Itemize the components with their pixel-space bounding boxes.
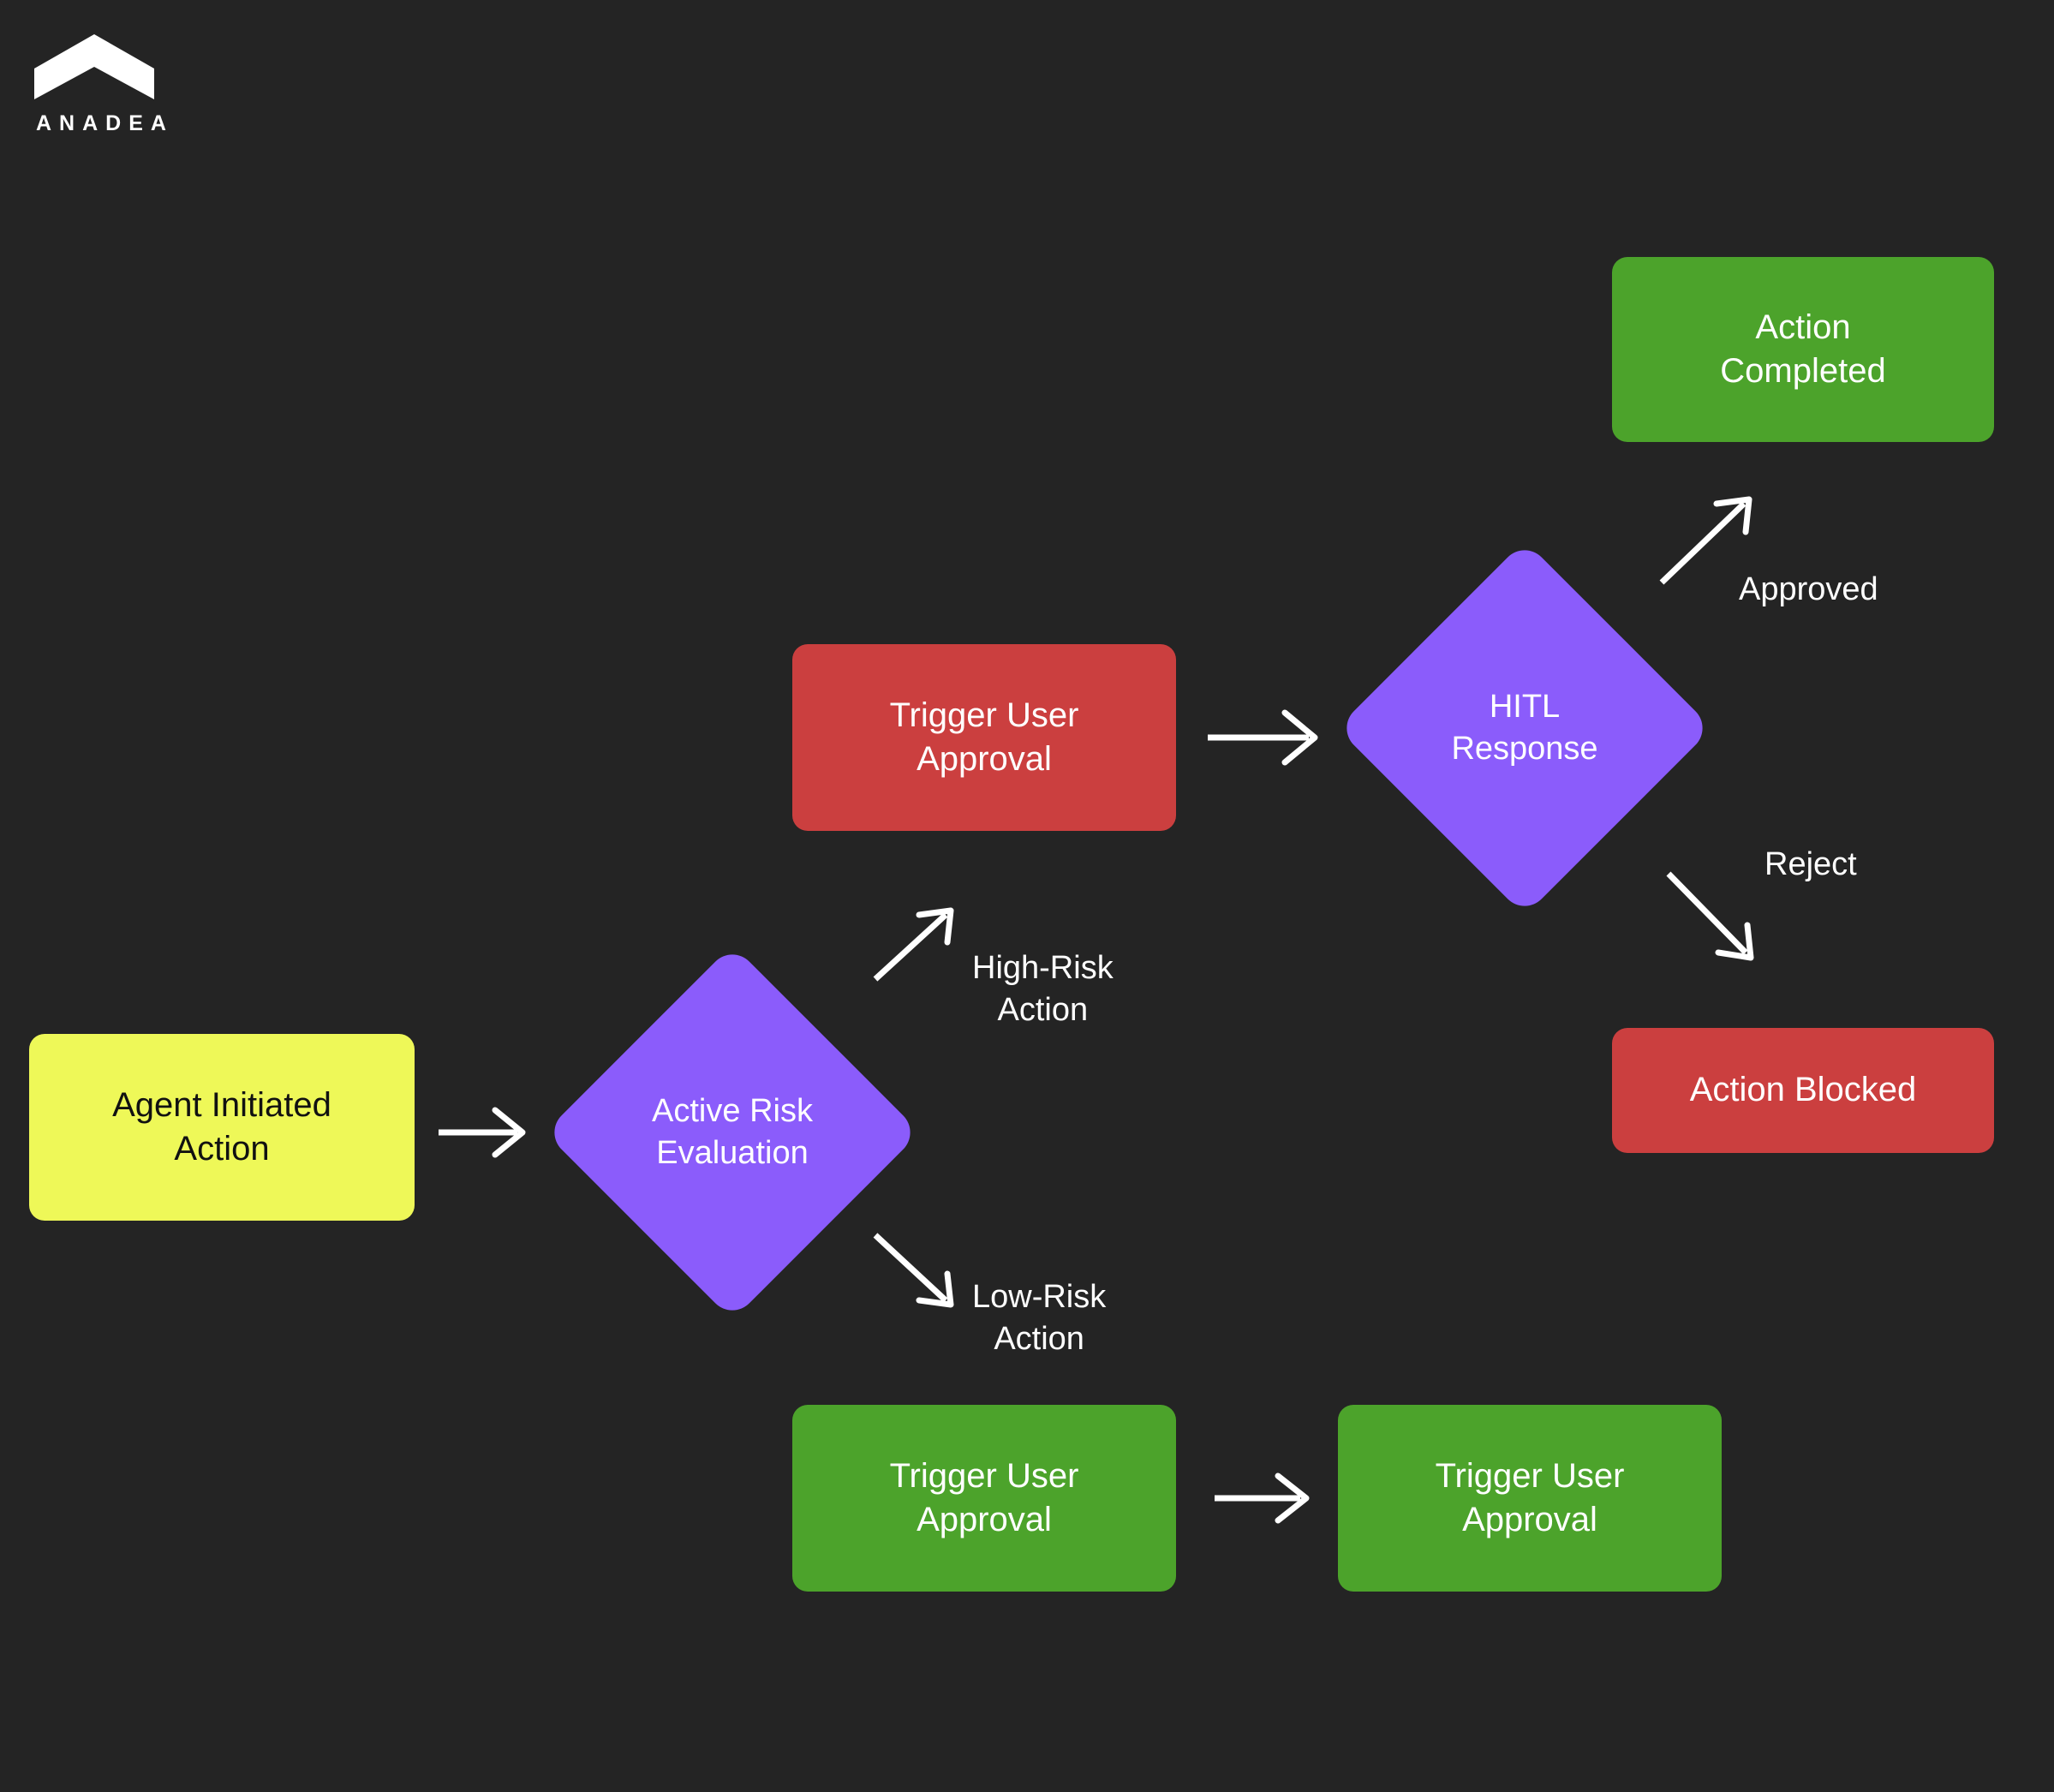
node-trigger-user-approval-low-1[interactable]: Trigger User Approval	[792, 1405, 1176, 1592]
arrow-high-approval-to-hitl	[1208, 709, 1318, 766]
node-agent-initiated-action-label: Agent Initiated Action	[112, 1085, 331, 1168]
node-trigger-user-approval-low-1-label: Trigger User Approval	[889, 1456, 1079, 1538]
node-action-blocked[interactable]: Action Blocked	[1612, 1028, 1994, 1153]
edge-label-high-risk-action: High-Risk Action	[972, 950, 1114, 1028]
node-action-completed-label: Action Completed	[1720, 308, 1886, 390]
node-active-risk-evaluation[interactable]: Active Risk Evaluation	[544, 944, 921, 1321]
node-hitl-response-label: HITL Response	[1451, 688, 1598, 767]
node-hitl-response[interactable]: HITL Response	[1336, 540, 1713, 917]
node-trigger-user-approval-high[interactable]: Trigger User Approval	[792, 644, 1176, 831]
node-trigger-user-approval-high-label: Trigger User Approval	[889, 696, 1079, 778]
node-active-risk-evaluation-label: Active Risk Evaluation	[652, 1092, 813, 1171]
brand-logo: ANADEA	[34, 34, 180, 146]
anadea-chevron-logo-icon	[34, 34, 154, 99]
arrow-low1-to-low2	[1215, 1472, 1310, 1524]
edge-label-approved: Approved	[1739, 571, 1878, 607]
arrow-hitl-approved	[1659, 496, 1752, 585]
edge-label-low-risk-action: Low-Risk Action	[972, 1279, 1107, 1357]
node-action-blocked-label: Action Blocked	[1689, 1071, 1917, 1109]
arrow-hitl-reject	[1666, 871, 1754, 961]
brand-wordmark: ANADEA	[36, 111, 174, 135]
node-trigger-user-approval-low-2[interactable]: Trigger User Approval	[1338, 1405, 1722, 1592]
edge-label-reject: Reject	[1764, 846, 1857, 882]
arrow-risk-to-low-risk	[873, 1233, 954, 1308]
node-agent-initiated-action[interactable]: Agent Initiated Action	[29, 1034, 415, 1221]
node-action-completed[interactable]: Action Completed	[1612, 257, 1994, 442]
arrow-agent-to-risk	[439, 1107, 526, 1158]
node-trigger-user-approval-low-2-label: Trigger User Approval	[1435, 1456, 1625, 1538]
arrow-risk-to-high-risk	[873, 907, 954, 982]
